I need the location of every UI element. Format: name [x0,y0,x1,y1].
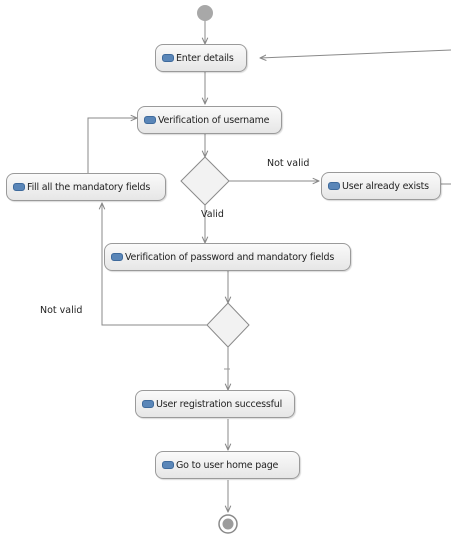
activity-icon [162,54,174,62]
final-node-inner [222,518,234,530]
activity-fill-mandatory-fields[interactable]: Fill all the mandatory fields [6,173,166,201]
activity-icon [328,182,340,190]
activity-enter-details[interactable]: Enter details [155,44,247,72]
activity-icon [162,461,174,469]
activity-icon [111,253,123,261]
initial-node [197,5,213,21]
guard-not-valid-password: Not valid [40,305,83,316]
activity-verification-of-password[interactable]: Verification of password and mandatory f… [104,243,351,271]
guard-valid: Valid [201,209,224,220]
decision-node-username [180,156,230,206]
activity-icon [142,400,154,408]
activity-verification-of-username[interactable]: Verification of username [137,106,282,134]
activity-icon [13,183,25,191]
activity-go-to-user-home-page[interactable]: Go to user home page [155,451,300,479]
flow-decision2-to-fill [102,203,207,326]
decision-node-password [206,302,250,348]
guard-not-valid-username: Not valid [267,158,310,169]
flow-fill-to-verify-username [87,118,137,176]
activity-icon [144,116,156,124]
activity-user-registration-successful[interactable]: User registration successful [135,390,295,418]
activity-user-already-exists[interactable]: User already exists [321,172,441,200]
